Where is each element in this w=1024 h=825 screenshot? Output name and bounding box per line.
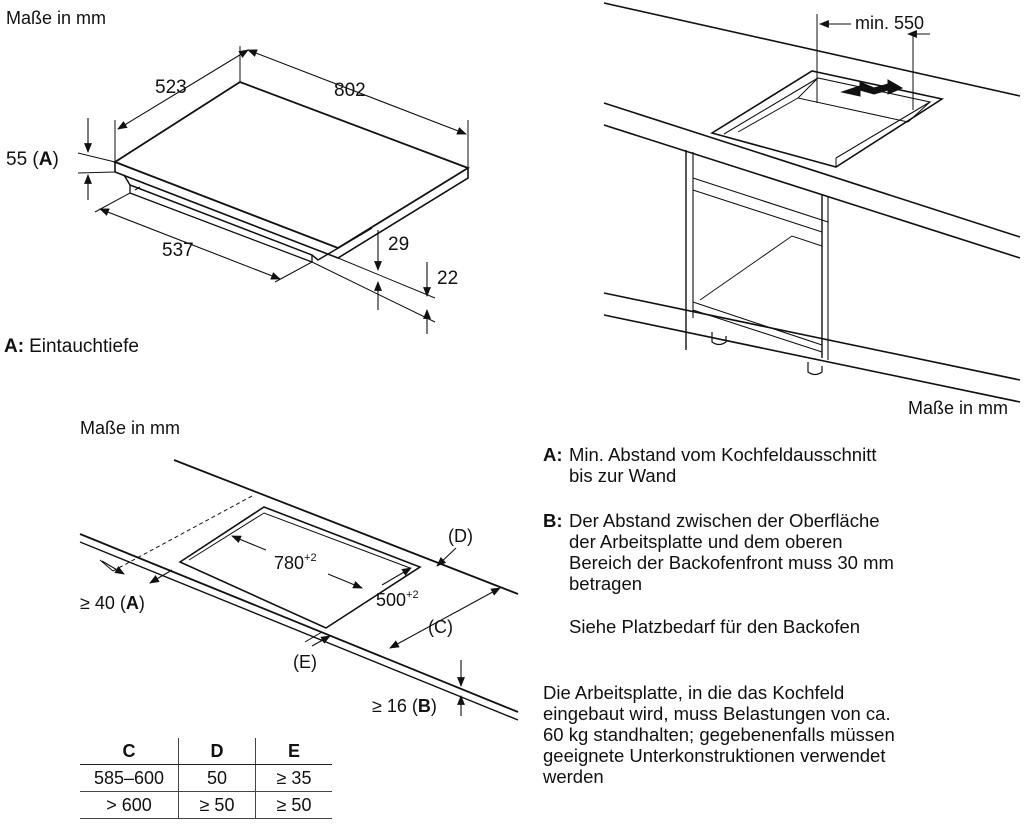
note-a-text: Min. Abstand vom Kochfeldausschnitt bis … bbox=[569, 444, 877, 486]
table-cell: ≥ 50 bbox=[178, 791, 256, 819]
label-d: (D) bbox=[448, 526, 473, 546]
table-header-d: D bbox=[178, 738, 256, 765]
note-b-key: B: bbox=[543, 510, 563, 531]
depth-double-arrow bbox=[840, 79, 904, 97]
table-header-e: E bbox=[255, 738, 332, 765]
cutout-plan-drawing bbox=[79, 459, 519, 721]
clearance-table: C D E 585–600 50 ≥ 35 > 600 ≥ 50 ≥ 50 bbox=[80, 738, 332, 819]
panel1-units-label: Maße in mm bbox=[6, 8, 106, 28]
table-cell: > 600 bbox=[80, 791, 179, 819]
cutout-length-label: 780+2 bbox=[274, 552, 317, 573]
note-a: A: Min. Abstand vom Kochfeldausschnitt b… bbox=[543, 444, 1013, 486]
table-header-c: C bbox=[80, 738, 179, 765]
panel2-units-label: Maße in mm bbox=[908, 398, 1008, 418]
note-b-extra: Siehe Platzbedarf für den Backofen bbox=[569, 616, 861, 637]
note-b: B: Der Abstand zwischen der Oberfläche d… bbox=[543, 510, 1013, 594]
height-dimension-label: 55 (A) bbox=[6, 149, 59, 170]
table-cell: 50 bbox=[178, 764, 256, 792]
worktop-cabinet-drawing bbox=[603, 2, 1021, 403]
min-550-label: min. 550 bbox=[855, 13, 924, 33]
label-b-min-16: ≥ 16 (B) bbox=[372, 696, 437, 716]
note-a-key: A: bbox=[543, 444, 563, 465]
table-cell: ≥ 35 bbox=[255, 764, 332, 792]
table-row: > 600 ≥ 50 ≥ 50 bbox=[80, 791, 332, 819]
step-upper-label: 29 bbox=[388, 234, 409, 255]
cutout-width-label: 537 bbox=[162, 240, 194, 261]
legend-eintauchtiefe: A:Eintauchtiefe bbox=[4, 336, 139, 357]
label-a-min-40: ≥ 40 (A) bbox=[80, 593, 145, 613]
step-lower-label: 22 bbox=[437, 268, 458, 289]
table-row: 585–600 50 ≥ 35 bbox=[80, 764, 332, 792]
cutout-depth-label: 500+2 bbox=[376, 589, 419, 610]
note-b-text: Der Abstand zwischen der Oberfläche der … bbox=[569, 510, 894, 594]
depth-dimension-label: 523 bbox=[155, 77, 187, 98]
note-general: Die Arbeitsplatte, in die das Kochfeld e… bbox=[543, 682, 895, 787]
cooktop-dimension-drawing bbox=[77, 46, 471, 334]
width-dimension-label: 802 bbox=[334, 80, 366, 101]
table-cell: ≥ 50 bbox=[255, 791, 332, 819]
table-header-row: C D E bbox=[80, 738, 332, 765]
panel3-units-label: Maße in mm bbox=[80, 418, 180, 438]
label-e: (E) bbox=[293, 652, 317, 672]
plan-cutout bbox=[178, 506, 422, 629]
worktop-cutout bbox=[710, 70, 945, 168]
cooktop-glass-top bbox=[113, 80, 471, 250]
table-cell: 585–600 bbox=[80, 764, 179, 792]
label-c: (C) bbox=[428, 617, 453, 637]
